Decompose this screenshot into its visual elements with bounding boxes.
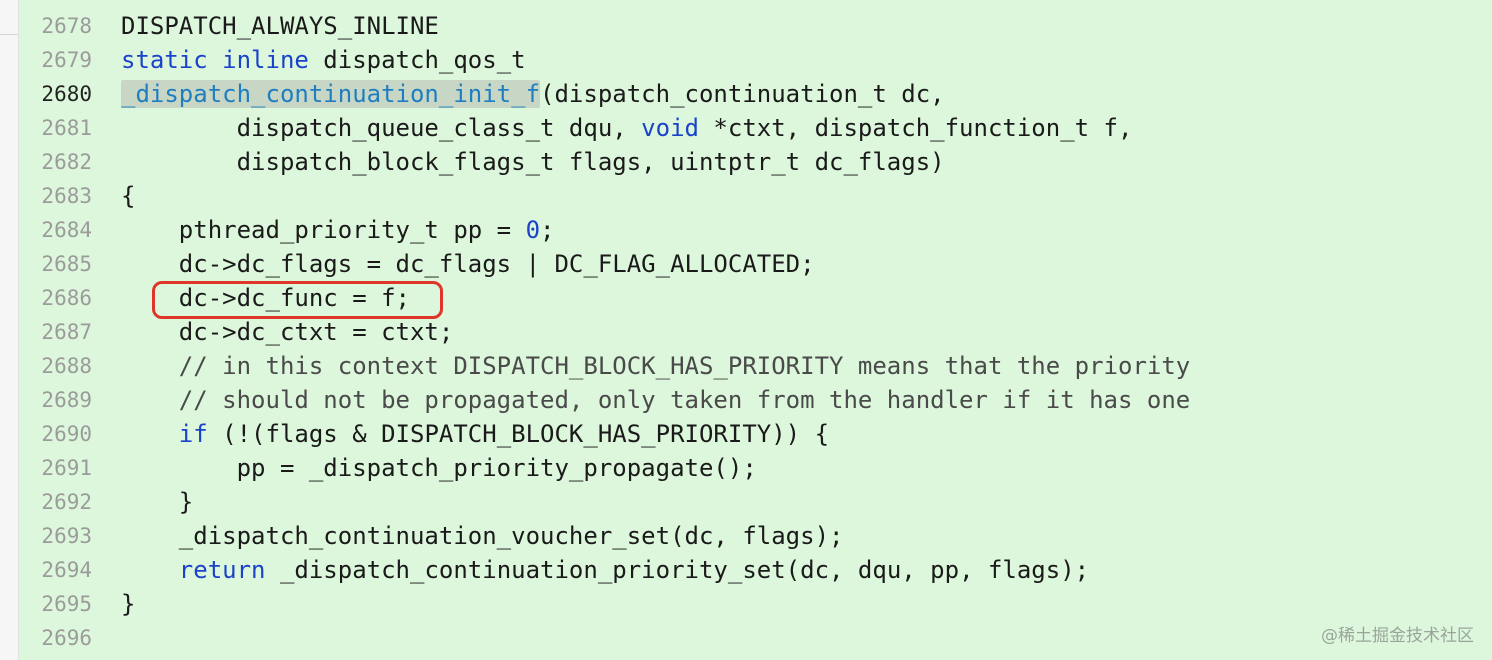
line-number[interactable]: 2687 <box>41 320 92 344</box>
line-code[interactable]: pp = _dispatch_priority_propagate(); <box>121 454 757 482</box>
line-code[interactable]: // should not be propagated, only taken … <box>121 386 1190 414</box>
code-line[interactable]: 2679 static inline dispatch_qos_t <box>19 43 1492 77</box>
code-line[interactable]: 2684 pthread_priority_t pp = 0; <box>19 213 1492 247</box>
code-line[interactable]: 2678 DISPATCH_ALWAYS_INLINE <box>19 9 1492 43</box>
line-number[interactable]: 2682 <box>41 150 92 174</box>
code-token: 0 <box>525 216 541 244</box>
code-token: pp = _dispatch_priority_propagate(); <box>121 454 757 482</box>
code-token: DISPATCH_ALWAYS_INLINE <box>121 12 439 40</box>
line-number[interactable]: 2691 <box>41 456 92 480</box>
highlight-annotation-box <box>152 281 443 319</box>
code-token: dc->dc_func = f; <box>121 284 410 312</box>
code-line[interactable]: 2681 dispatch_queue_class_t dqu, void *c… <box>19 111 1492 145</box>
code-token <box>121 556 179 584</box>
code-line[interactable]: 2690 if (!(flags & DISPATCH_BLOCK_HAS_PR… <box>19 417 1492 451</box>
code-line[interactable]: 2682 dispatch_block_flags_t flags, uintp… <box>19 145 1492 179</box>
line-code[interactable]: static inline dispatch_qos_t <box>121 46 526 74</box>
line-number[interactable]: 2692 <box>41 490 92 514</box>
comment-token: // should not be propagated, only taken … <box>121 386 1191 414</box>
line-number[interactable]: 2695 <box>41 592 92 616</box>
line-number[interactable]: 2679 <box>41 48 92 72</box>
code-token: *ctxt, dispatch_function_t f, <box>698 114 1133 142</box>
code-line[interactable]: 2687 dc->dc_ctxt = ctxt; <box>19 315 1492 349</box>
left-panel-edge <box>0 0 19 660</box>
keyword-token: if <box>178 420 208 448</box>
line-number[interactable]: 2683 <box>41 184 92 208</box>
code-line[interactable]: 2689 // should not be propagated, only t… <box>19 383 1492 417</box>
line-code[interactable]: dc->dc_ctxt = ctxt; <box>121 318 454 346</box>
code-line[interactable]: 2692 } <box>19 485 1492 519</box>
line-code[interactable]: _dispatch_continuation_voucher_set(dc, f… <box>121 522 844 550</box>
comment-token: // in this context DISPATCH_BLOCK_HAS_PR… <box>121 352 1191 380</box>
code-line[interactable]: 2693 _dispatch_continuation_voucher_set(… <box>19 519 1492 553</box>
code-token: { <box>121 182 136 210</box>
code-line[interactable]: 2691 pp = _dispatch_priority_propagate()… <box>19 451 1492 485</box>
code-token: (!(flags & DISPATCH_BLOCK_HAS_PRIORITY))… <box>207 420 830 448</box>
line-code[interactable]: // in this context DISPATCH_BLOCK_HAS_PR… <box>121 352 1190 380</box>
watermark: @稀土掘金技术社区 <box>1321 626 1474 646</box>
code-token: pthread_priority_t pp = <box>121 216 526 244</box>
line-number[interactable]: 2685 <box>41 252 92 276</box>
keyword-token: inline <box>222 46 309 74</box>
code-line[interactable]: 2694 return _dispatch_continuation_prior… <box>19 553 1492 587</box>
line-number[interactable]: 2686 <box>41 286 92 310</box>
code-editor[interactable]: 2678 DISPATCH_ALWAYS_INLINE 2679 static inl… <box>19 0 1492 660</box>
code-line[interactable]: 2686 dc->dc_func = f; <box>19 281 1492 315</box>
line-code[interactable]: dispatch_block_flags_t flags, uintptr_t … <box>121 148 945 176</box>
code-line[interactable]: 2688 // in this context DISPATCH_BLOCK_H… <box>19 349 1492 383</box>
code-token: ; <box>540 216 555 244</box>
code-token: dc->dc_ctxt = ctxt; <box>121 318 454 346</box>
line-number[interactable]: 2678 <box>41 14 92 38</box>
line-code[interactable]: { <box>121 182 135 210</box>
line-code[interactable]: pthread_priority_t pp = 0; <box>121 216 555 244</box>
code-token: (dispatch_continuation_t dc, <box>540 80 945 108</box>
line-number[interactable]: 2694 <box>41 558 92 582</box>
line-number[interactable]: 2689 <box>41 388 92 412</box>
code-token: _dispatch_continuation_voucher_set(dc, f… <box>121 522 844 550</box>
line-number[interactable]: 2681 <box>41 116 92 140</box>
line-code[interactable]: _dispatch_continuation_init_f(dispatch_c… <box>121 80 945 108</box>
line-number[interactable]: 2690 <box>41 422 92 446</box>
keyword-token: static <box>121 46 208 74</box>
line-number[interactable]: 2693 <box>41 524 92 548</box>
code-token <box>121 420 179 448</box>
code-token: dispatch_block_flags_t flags, uintptr_t … <box>121 148 945 176</box>
keyword-token: void <box>641 114 699 142</box>
line-code[interactable]: dc->dc_func = f; <box>121 284 410 312</box>
line-code[interactable]: dc->dc_flags = dc_flags | DC_FLAG_ALLOCA… <box>121 250 815 278</box>
line-number[interactable]: 2688 <box>41 354 92 378</box>
line-code[interactable]: DISPATCH_ALWAYS_INLINE <box>121 12 439 40</box>
code-line[interactable]: 2680 _dispatch_continuation_init_f(dispat… <box>19 77 1492 111</box>
line-code[interactable]: } <box>121 590 135 618</box>
line-code[interactable]: return _dispatch_continuation_priority_s… <box>121 556 1089 584</box>
line-code[interactable]: } <box>121 488 193 516</box>
code-token: _dispatch_continuation_priority_set(dc, … <box>265 556 1090 584</box>
code-token: dispatch_qos_t <box>308 46 526 74</box>
line-code[interactable]: if (!(flags & DISPATCH_BLOCK_HAS_PRIORIT… <box>121 420 829 448</box>
code-line[interactable]: 2683 { <box>19 179 1492 213</box>
line-code[interactable]: dispatch_queue_class_t dqu, void *ctxt, … <box>121 114 1133 142</box>
code-line[interactable]: 2685 dc->dc_flags = dc_flags | DC_FLAG_A… <box>19 247 1492 281</box>
line-number[interactable]: 2684 <box>41 218 92 242</box>
panel-divider <box>0 34 18 35</box>
keyword-token: return <box>178 556 266 584</box>
code-token: dispatch_queue_class_t dqu, <box>121 114 642 142</box>
line-number[interactable]: 2680 <box>41 82 92 106</box>
code-token: dc->dc_flags = dc_flags | DC_FLAG_ALLOCA… <box>121 250 815 278</box>
code-token: } <box>121 590 136 618</box>
selected-symbol: _dispatch_continuation_init_f <box>121 80 541 108</box>
code-line[interactable]: 2696 <box>19 621 1492 655</box>
code-token <box>208 46 222 74</box>
code-token: } <box>121 488 194 516</box>
code-line[interactable]: 2695} <box>19 587 1492 621</box>
line-number[interactable]: 2696 <box>41 626 92 650</box>
